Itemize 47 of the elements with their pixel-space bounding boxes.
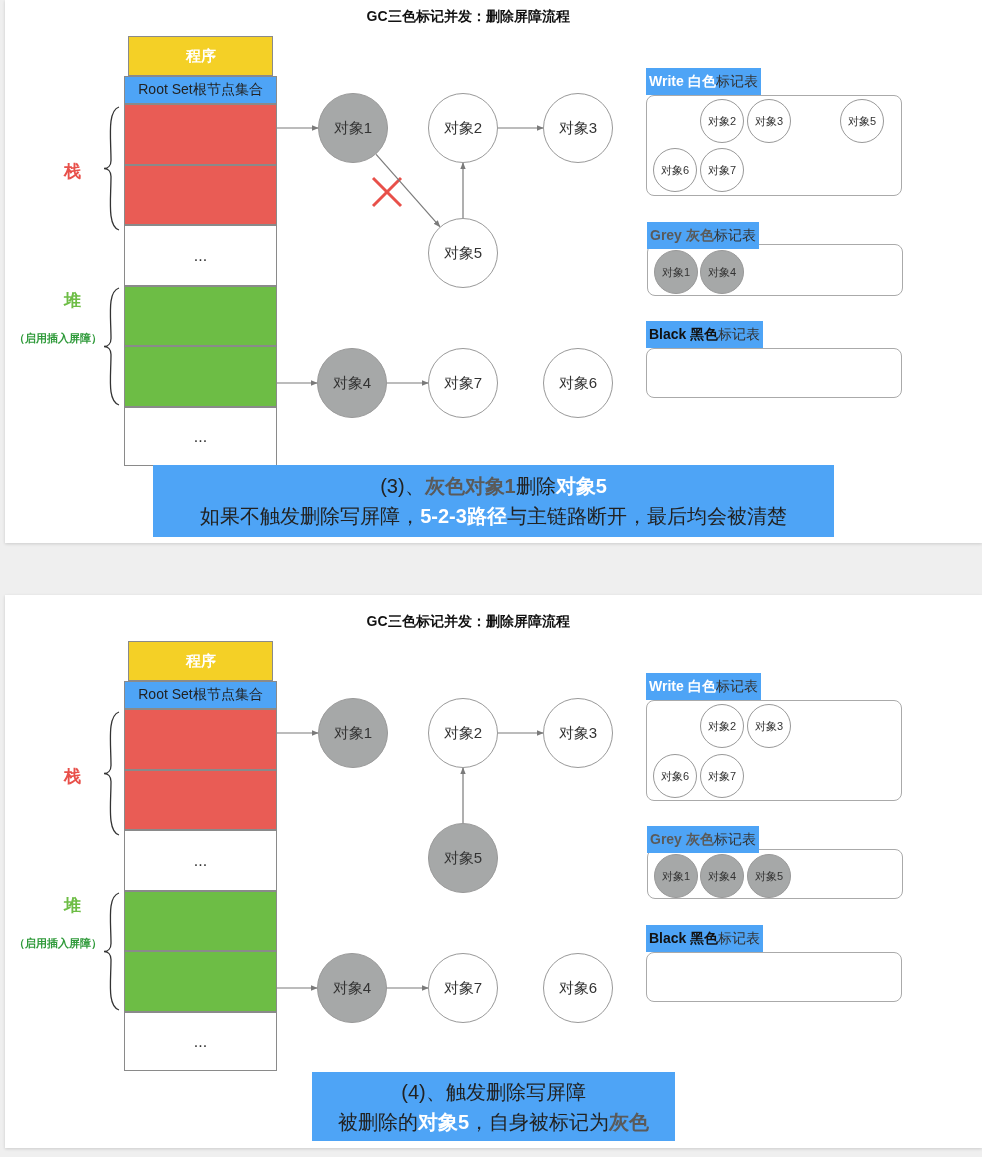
caption-box <box>153 465 834 537</box>
root-set-box: Root Set根节点集合 <box>124 681 277 709</box>
heap-label: 堆 <box>63 289 81 312</box>
memory-cell: ... <box>124 1012 277 1071</box>
memory-cell <box>124 165 277 225</box>
panel-heading: GC三色标记并发：删除屏障流程 <box>366 8 570 26</box>
memory-cell: ... <box>124 225 277 286</box>
memory-cell: ... <box>124 830 277 891</box>
stack-label: 栈 <box>63 160 81 183</box>
program-box: 程序 <box>128 641 273 681</box>
arrow <box>460 767 466 824</box>
caption-box <box>312 1072 675 1141</box>
arrow <box>276 985 318 991</box>
memory-cell <box>124 709 277 770</box>
memory-cell <box>124 104 277 165</box>
root-set-box: Root Set根节点集合 <box>124 76 277 104</box>
arrow <box>276 380 318 386</box>
memory-cell <box>124 346 277 407</box>
arrow <box>460 162 466 219</box>
memory-cell <box>124 891 277 951</box>
memory-cell <box>124 286 277 346</box>
caption-heading: (3)、灰色对象1删除对象5 <box>380 474 607 499</box>
memory-cell <box>124 951 277 1012</box>
table-heading: Black 黑色标记表 <box>646 925 764 952</box>
table-heading: Grey 灰色标记表 <box>647 222 759 249</box>
stack-label: 栈 <box>63 765 81 788</box>
arrow <box>386 985 429 991</box>
caption-heading: (4)、触发删除写屏障 <box>401 1079 586 1105</box>
note-text: （启用插入屏障） <box>14 330 102 346</box>
note-text: （启用插入屏障） <box>14 935 102 951</box>
arrow <box>276 125 319 131</box>
arrow <box>386 380 429 386</box>
caption-text: 如果不触发删除写屏障，5-2-3路径与主链路断开，最后均会被清楚 <box>200 504 787 529</box>
memory-cell <box>124 770 277 830</box>
panel-heading: GC三色标记并发：删除屏障流程 <box>366 613 570 631</box>
caption-text: 被删除的对象5，自身被标记为灰色 <box>337 1109 650 1135</box>
arrow <box>497 125 544 131</box>
arrow <box>375 153 441 228</box>
arrow <box>276 730 319 736</box>
table-heading: Write 白色标记表 <box>646 68 761 95</box>
table-heading: Write 白色标记表 <box>646 673 761 700</box>
program-box: 程序 <box>128 36 273 76</box>
heap-label: 堆 <box>63 894 81 917</box>
table-heading: Grey 灰色标记表 <box>647 826 759 853</box>
memory-cell: ... <box>124 407 277 466</box>
arrow <box>497 730 544 736</box>
table-heading: Black 黑色标记表 <box>646 321 764 348</box>
